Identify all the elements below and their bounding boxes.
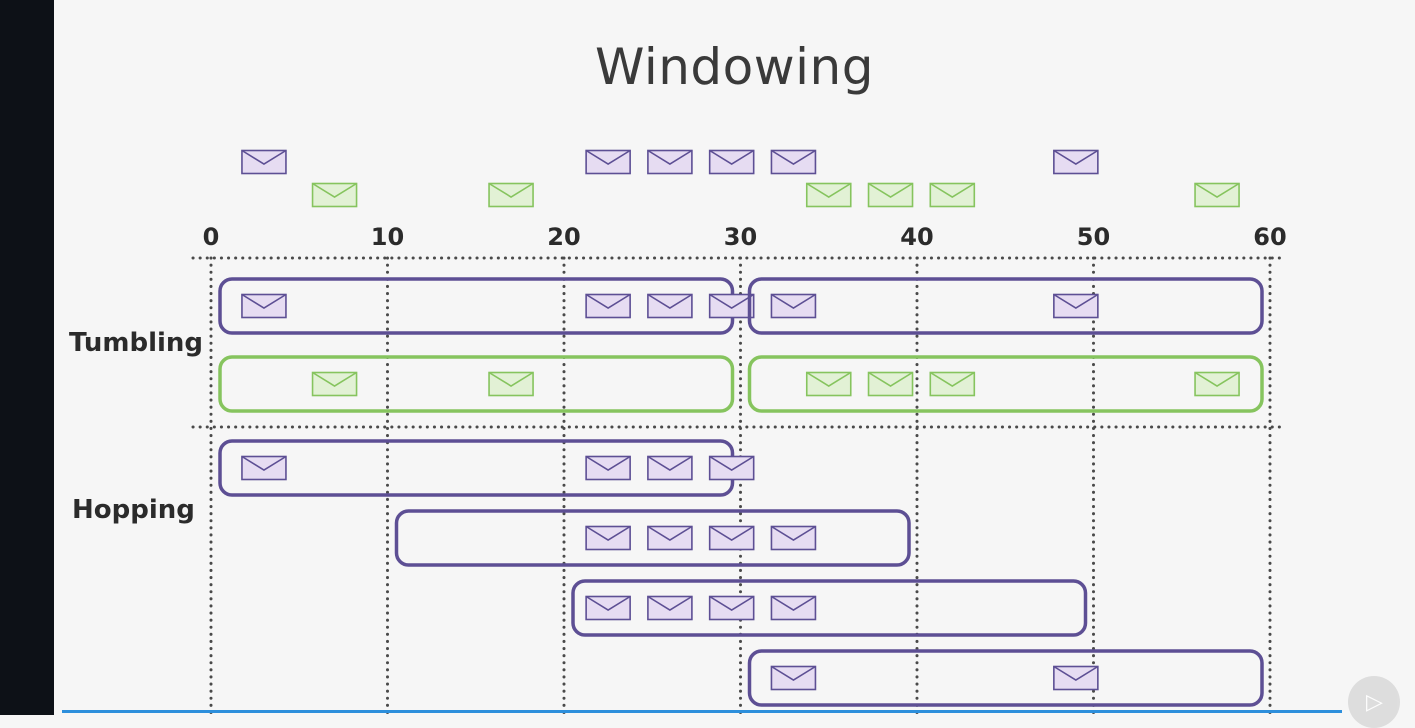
purple-event-icon	[1053, 293, 1099, 319]
slide-title: Windowing	[595, 38, 874, 96]
green-event-icon	[929, 371, 976, 397]
tumbling-window-purple	[747, 277, 1264, 335]
green-event-icon	[867, 371, 914, 397]
hopping-window	[571, 579, 1088, 637]
axis-tick-label: 50	[1077, 223, 1110, 251]
play-button[interactable]: ▷	[1348, 676, 1400, 728]
green-event-icon	[311, 182, 358, 208]
purple-event-icon	[770, 595, 817, 621]
purple-event-icon	[708, 525, 755, 551]
purple-event-icon	[708, 595, 755, 621]
hopping-window	[394, 509, 911, 567]
green-event-icon	[929, 182, 976, 208]
purple-event-icon	[770, 293, 817, 319]
purple-event-icon	[585, 149, 631, 175]
purple-event-icon	[770, 149, 817, 175]
purple-event-icon	[1053, 665, 1099, 691]
green-event-icon	[1194, 182, 1240, 208]
purple-event-icon	[647, 293, 693, 319]
hopping-label: Hopping	[72, 495, 195, 525]
green-event-icon	[311, 371, 358, 397]
axis-tick-label: 0	[203, 223, 220, 251]
purple-event-icon	[647, 525, 693, 551]
video-progress-bar[interactable]	[62, 710, 1342, 713]
purple-event-icon	[647, 455, 693, 481]
axis-tick-label: 10	[371, 223, 404, 251]
purple-event-icon	[241, 455, 287, 481]
purple-event-icon	[647, 149, 693, 175]
axis-tick-label: 30	[724, 223, 757, 251]
purple-event-icon	[585, 455, 631, 481]
purple-event-icon	[1053, 149, 1099, 175]
tumbling-window-green	[747, 355, 1264, 413]
green-event-icon	[805, 371, 852, 397]
purple-event-icon	[708, 455, 755, 481]
tumbling-label: Tumbling	[69, 328, 204, 358]
purple-event-icon	[708, 293, 755, 319]
play-icon: ▷	[1366, 689, 1383, 714]
purple-event-icon	[647, 595, 693, 621]
purple-event-icon	[585, 525, 631, 551]
purple-event-icon	[241, 293, 287, 319]
purple-event-icon	[241, 149, 287, 175]
green-event-icon	[1194, 371, 1240, 397]
axis-tick-label: 60	[1253, 223, 1286, 251]
axis-tick-label: 40	[900, 223, 933, 251]
green-event-icon	[805, 182, 852, 208]
green-event-icon	[867, 182, 914, 208]
purple-event-icon	[585, 293, 631, 319]
purple-event-icon	[770, 525, 817, 551]
purple-event-icon	[770, 665, 817, 691]
left-dark-panel	[0, 0, 54, 715]
green-event-icon	[488, 182, 534, 208]
tumbling-window-green	[218, 355, 735, 413]
purple-event-icon	[585, 595, 631, 621]
purple-event-icon	[708, 149, 755, 175]
axis-tick-label: 20	[547, 223, 580, 251]
hopping-window	[747, 649, 1264, 707]
green-event-icon	[488, 371, 534, 397]
